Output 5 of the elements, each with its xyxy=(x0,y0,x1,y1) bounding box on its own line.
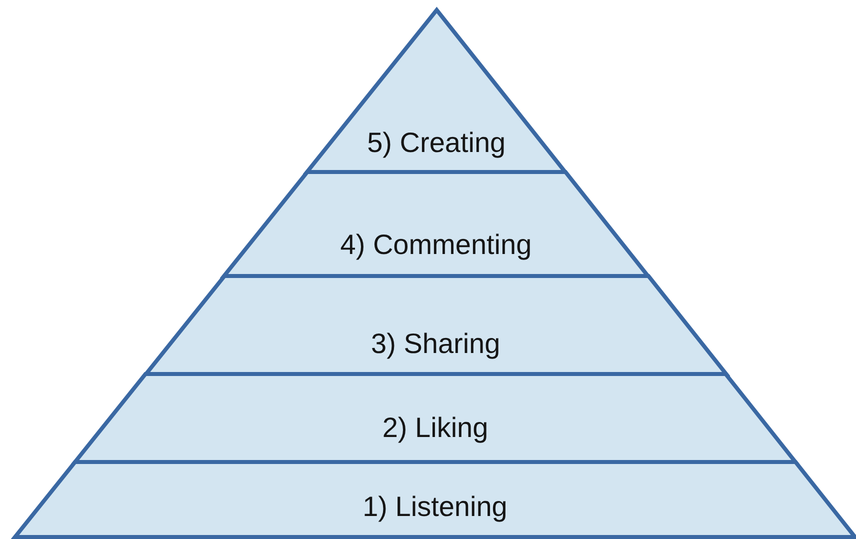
level-label: 5) Creating xyxy=(366,127,507,159)
level-label: 3) Sharing xyxy=(370,328,502,360)
level-label: 2) Liking xyxy=(381,412,490,444)
level-label: 4) Commenting xyxy=(339,229,533,261)
level-label: 1) Listening xyxy=(362,491,508,523)
